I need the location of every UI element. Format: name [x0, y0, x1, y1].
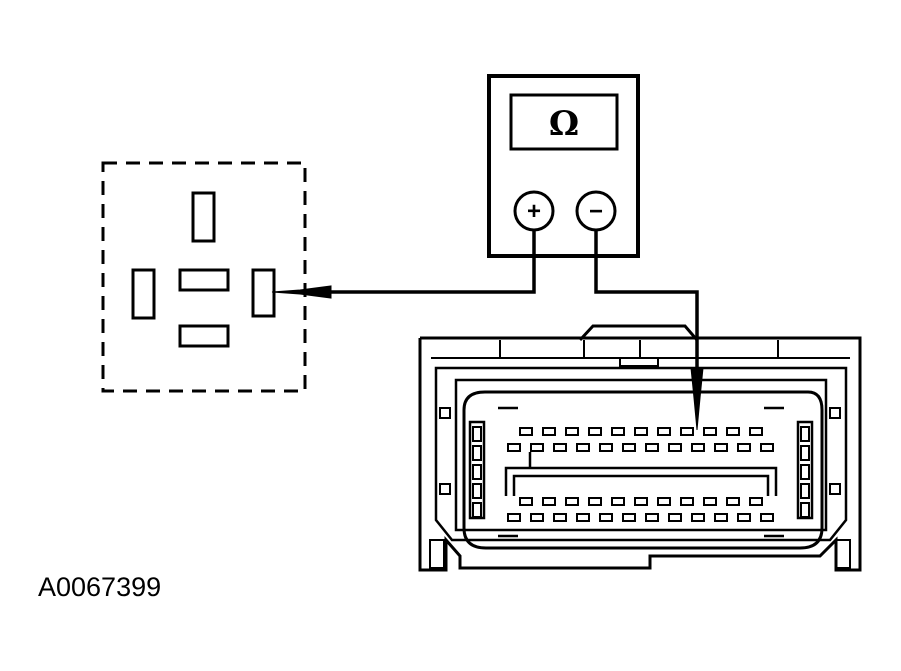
- side-notch-right: [829, 407, 841, 419]
- pin-cavity: [519, 427, 533, 436]
- pin-cavities: [472, 426, 810, 522]
- rail-key: [619, 357, 659, 367]
- foot-right: [835, 539, 851, 569]
- side-pin-cavity: [472, 426, 482, 442]
- pin-cavity: [749, 427, 763, 436]
- side-pin-cavity: [472, 502, 482, 518]
- side-notch-right-2: [829, 483, 841, 495]
- pin-cavity: [703, 427, 717, 436]
- ohmmeter: Ω + −: [487, 74, 640, 258]
- relay-terminal-left: [131, 268, 156, 320]
- relay-socket-outline: [101, 161, 307, 393]
- pin-cavity: [760, 513, 774, 522]
- center-partition: [504, 466, 778, 496]
- pin-cavity: [634, 427, 648, 436]
- pin-cavity: [622, 443, 636, 452]
- side-pin-cavity: [800, 464, 810, 480]
- side-pin-cavity: [472, 483, 482, 499]
- negative-symbol: −: [589, 198, 603, 225]
- connector-inner-shell: [434, 366, 848, 542]
- pin-cavity: [760, 443, 774, 452]
- pin-cavity: [576, 513, 590, 522]
- pin-cavity: [588, 427, 602, 436]
- pin-cavity: [737, 443, 751, 452]
- pin-cavity: [691, 513, 705, 522]
- pin-cavity: [714, 443, 728, 452]
- side-pin-cavity: [800, 445, 810, 461]
- relay-terminal-right: [251, 268, 276, 318]
- pin-cavity: [553, 513, 567, 522]
- side-pin-cavity: [800, 483, 810, 499]
- ohm-symbol: Ω: [549, 104, 579, 144]
- negative-lead: [594, 230, 699, 368]
- pin-cavity: [530, 513, 544, 522]
- pin-cavity: [611, 497, 625, 506]
- pin-cavity: [645, 513, 659, 522]
- pin-cavity: [726, 427, 740, 436]
- test-leads: [330, 230, 699, 368]
- pin-cavity: [657, 427, 671, 436]
- side-pin-cavity: [800, 426, 810, 442]
- negative-probe-tip: [690, 367, 704, 431]
- positive-lead: [330, 230, 536, 294]
- pin-cavity: [565, 427, 579, 436]
- side-pin-cavity: [472, 445, 482, 461]
- connector-latch: [578, 324, 699, 342]
- pin-cavity: [622, 513, 636, 522]
- ohmmeter-display: [509, 93, 619, 151]
- harness-connector: [418, 324, 862, 572]
- pin-cavity: [553, 443, 567, 452]
- pin-cavity: [714, 513, 728, 522]
- pin-cavity: [668, 513, 682, 522]
- foot-left: [429, 539, 445, 569]
- side-pin-cavity: [800, 502, 810, 518]
- pin-cavity: [668, 443, 682, 452]
- connector-inner-shell-2: [454, 378, 828, 532]
- connector-pin-face: [462, 390, 824, 550]
- pin-cavity: [599, 443, 613, 452]
- pin-cavity: [703, 497, 717, 506]
- pin-cavity: [680, 427, 694, 436]
- pin-cavity: [691, 443, 705, 452]
- pin-cavity: [542, 427, 556, 436]
- side-notch-left: [439, 407, 451, 419]
- side-pin-cavity: [472, 464, 482, 480]
- pin-cavity: [507, 513, 521, 522]
- relay-terminal-bottom: [178, 324, 230, 348]
- relay-terminal-top: [191, 191, 216, 243]
- pin-cavity: [749, 497, 763, 506]
- pin-cavity: [588, 497, 602, 506]
- pin-cavity: [737, 513, 751, 522]
- side-notch-left-2: [439, 483, 451, 495]
- pin-cavity: [565, 497, 579, 506]
- pin-cavity: [726, 497, 740, 506]
- relay-socket: [101, 161, 307, 393]
- relay-terminal-center: [178, 268, 230, 292]
- pin-cavity: [542, 497, 556, 506]
- positive-symbol: +: [527, 198, 541, 225]
- pin-cavity: [645, 443, 659, 452]
- positive-probe-tip: [271, 285, 332, 299]
- pin-cavity: [634, 497, 648, 506]
- pin-cavity: [576, 443, 590, 452]
- pin-cavity: [519, 497, 533, 506]
- pin-cavity: [657, 497, 671, 506]
- pin-cavity: [507, 443, 521, 452]
- connector-housing: [418, 336, 862, 572]
- pin-cavity: [599, 513, 613, 522]
- pin-cavity: [611, 427, 625, 436]
- pin-cavity: [680, 497, 694, 506]
- pin-cavity: [530, 443, 544, 452]
- figure-id: A0067399: [38, 572, 161, 602]
